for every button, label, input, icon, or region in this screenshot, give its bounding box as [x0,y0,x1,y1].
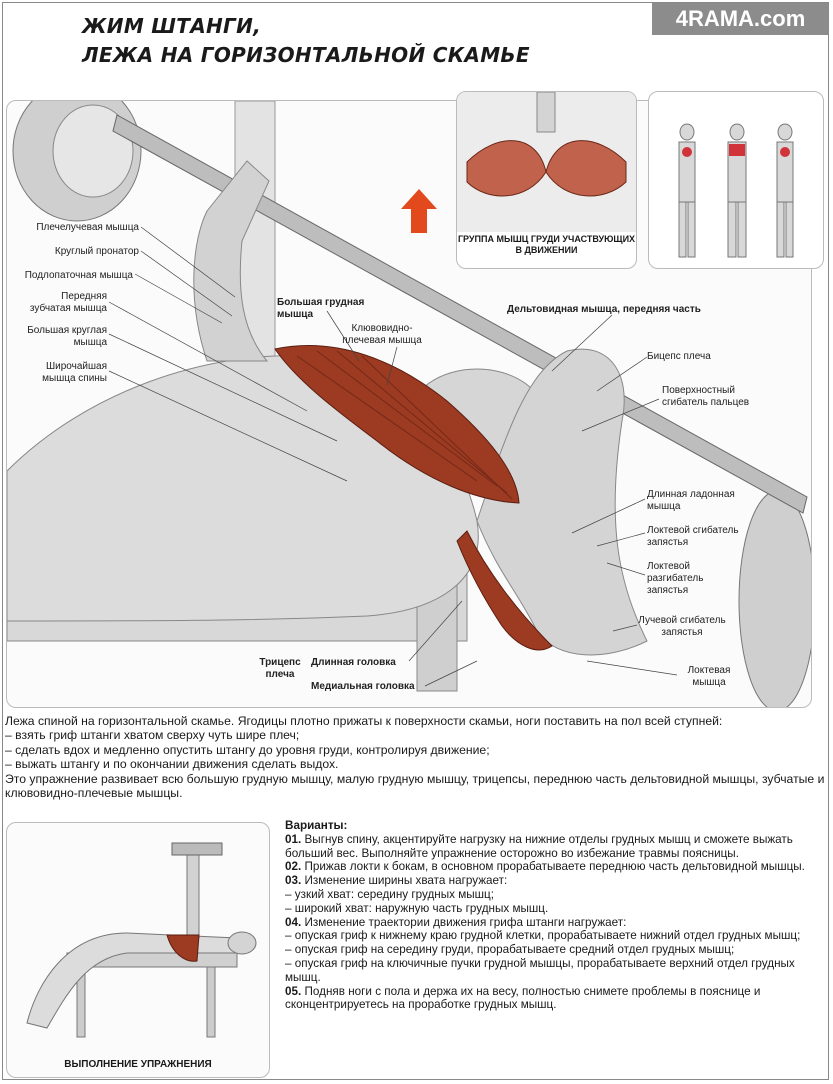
chest-drawing [457,92,636,232]
page-title: ЖИМ ШТАНГИ, ЛЕЖА НА ГОРИЗОНТАЛЬНОЙ СКАМЬ… [82,12,530,70]
label-coracobrachialis: Клювовидно-плечевая мышца [342,323,422,346]
label-triceps: Трицепс плеча [259,657,301,680]
variant-item: 01. Выгнув спину, акцентируйте нагрузку … [285,832,793,860]
label-infraspinatus: Подлопаточная мышца [24,270,133,281]
variant-subitem: – опуская гриф на середину груди, прораб… [285,943,735,957]
exercise-drawing [26,842,257,1038]
variants-heading: Варианты: [285,819,348,832]
variant-subitem: – узкий хват: середину грудных мышц; [285,887,494,901]
label-deltoid: Дельтовидная мышца, передняя часть [507,304,701,315]
description-step: – выжать штангу и по окончании движения … [5,757,339,772]
description-intro: Лежа спиной на горизонтальной скамье. Яг… [5,714,723,728]
variant-item: 02. Прижав локти к бокам, в основном про… [285,860,805,874]
variant-subitem: – опуская гриф на ключичные пучки грудно… [285,956,795,984]
pectoral-muscle [274,345,520,504]
variant-subitem: – широкий хват: наружную часть грудных м… [285,901,549,915]
label-extensor-carpi-ulnaris: Локтевой разгибатель запястья [647,561,704,596]
label-medial-head: Медиальная головка [311,681,415,692]
label-anconeus: Локтевая мышца [687,665,731,688]
triceps-muscle [456,530,553,651]
description-step: – взять гриф штанги хватом сверху чуть ш… [5,728,300,743]
exercise-illustration: ВЫПОЛНЕНИЕ УПРАЖНЕНИЯ [6,822,270,1078]
label-biceps: Бицепс плеча [647,351,711,362]
variant-item: 04. Изменение траектории движения грифа … [285,915,627,929]
variant-subitem: – опуская гриф к нижнему краю грудной кл… [285,929,801,943]
description-step: – сделать вдох и медленно опустить штанг… [5,742,490,757]
bench-press-drawing [7,101,811,707]
chest-inset-caption: ГРУППА МЫШЦ ГРУДИ УЧАСТВУЮЩИХ В ДВИЖЕНИИ [457,234,636,255]
variant-item: 05. Подняв ноги с пола и держа их на вес… [285,984,761,1012]
label-pronator: Круглый пронатор [54,246,139,257]
label-palmaris: Длинная ладонная мышца [647,489,735,512]
watermark: 4RAMA.com [652,3,829,35]
label-brachioradialis: Плечелучевая мышца [36,222,139,233]
label-pec-major: Большая грудная мышца [277,297,365,320]
label-flexor-carpi-radialis: Лучевой сгибатель запястья [638,615,726,638]
description: Лежа спиной на горизонтальной скамье. Яг… [5,714,825,800]
chest-muscles-inset: ГРУППА МЫШЦ ГРУДИ УЧАСТВУЮЩИХ В ДВИЖЕНИИ [456,91,637,269]
right-plate [738,490,811,707]
label-flexor-digitorum: Поверхностный сгибатель пальцев [662,385,750,408]
figures-drawing [678,123,794,258]
label-teres-major: Большая круглая мышца [27,325,107,348]
title-line-2: ЛЕЖА НА ГОРИЗОНТАЛЬНОЙ СКАМЬЕ [82,43,530,67]
label-flexor-carpi-ulnaris: Локтевой сгибатель запястья [647,525,739,548]
label-latissimus: Широчайшая мышца спины [42,361,107,384]
up-arrow-icon [401,189,437,233]
description-summary: Это упражнение развивает всю большую гру… [5,771,825,801]
figures-inset [648,91,824,269]
variant-item: 03. Изменение ширины хвата нагружает: [285,874,508,888]
label-long-head: Длинная головка [311,657,396,668]
label-serratus: Передняя зубчатая мышца [29,291,107,314]
title-line-1: ЖИМ ШТАНГИ, [82,14,262,38]
main-illustration: Плечелучевая мышца Круглый пронатор Подл… [6,100,812,708]
variants-section: Варианты: 01. Выгнув спину, акцентируйте… [285,819,815,1012]
left-arm [193,160,270,362]
exercise-caption: ВЫПОЛНЕНИЕ УПРАЖНЕНИЯ [64,1059,212,1070]
